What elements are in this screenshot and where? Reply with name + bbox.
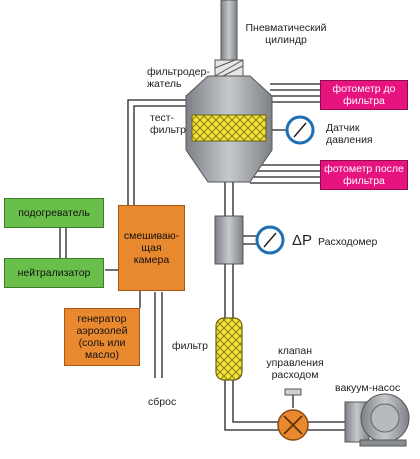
gauge-icon: [285, 115, 315, 145]
valve-icon: [277, 388, 309, 441]
label-filter-holder: фильтродер-жатель: [147, 66, 210, 90]
filter-housing: [185, 75, 273, 183]
label-pressure-sensor: Датчик давления: [326, 122, 373, 146]
pipes: [59, 83, 345, 431]
photometer-after-box: фотометр после фильтра: [320, 160, 408, 190]
aerosol-generator-box: генератор аэрозолей (соль или масло): [64, 308, 140, 366]
label-vacuum-pump: вакуум-насос: [335, 382, 401, 394]
label-pneumatic-cylinder: Пневматический цилиндр: [245, 22, 327, 46]
pneumatic-cylinder-icon: [214, 0, 244, 77]
neutralizer-box: нейтрализатор: [4, 258, 104, 288]
label-flow-valve: клапан управления расходом: [266, 345, 324, 381]
label-test-filter: тест-фильтр: [150, 112, 186, 136]
vacuum-pump-icon: [344, 393, 410, 447]
label-filter: фильтр: [172, 340, 208, 352]
mixing-chamber-box: смешиваю-щая камера: [118, 205, 185, 291]
label-delta-p: ΔP: [292, 232, 313, 249]
test-filter-element: [191, 114, 267, 142]
label-discharge: сброс: [148, 396, 177, 408]
heater-box: подогреватель: [4, 198, 104, 228]
photometer-before-box: фотометр до фильтра: [320, 80, 408, 110]
flowmeter-gauge-icon: [255, 225, 285, 255]
inline-filter-icon: [215, 317, 243, 381]
label-flow-meter: Расходомер: [318, 236, 378, 248]
flow-meter-body: [214, 215, 244, 265]
